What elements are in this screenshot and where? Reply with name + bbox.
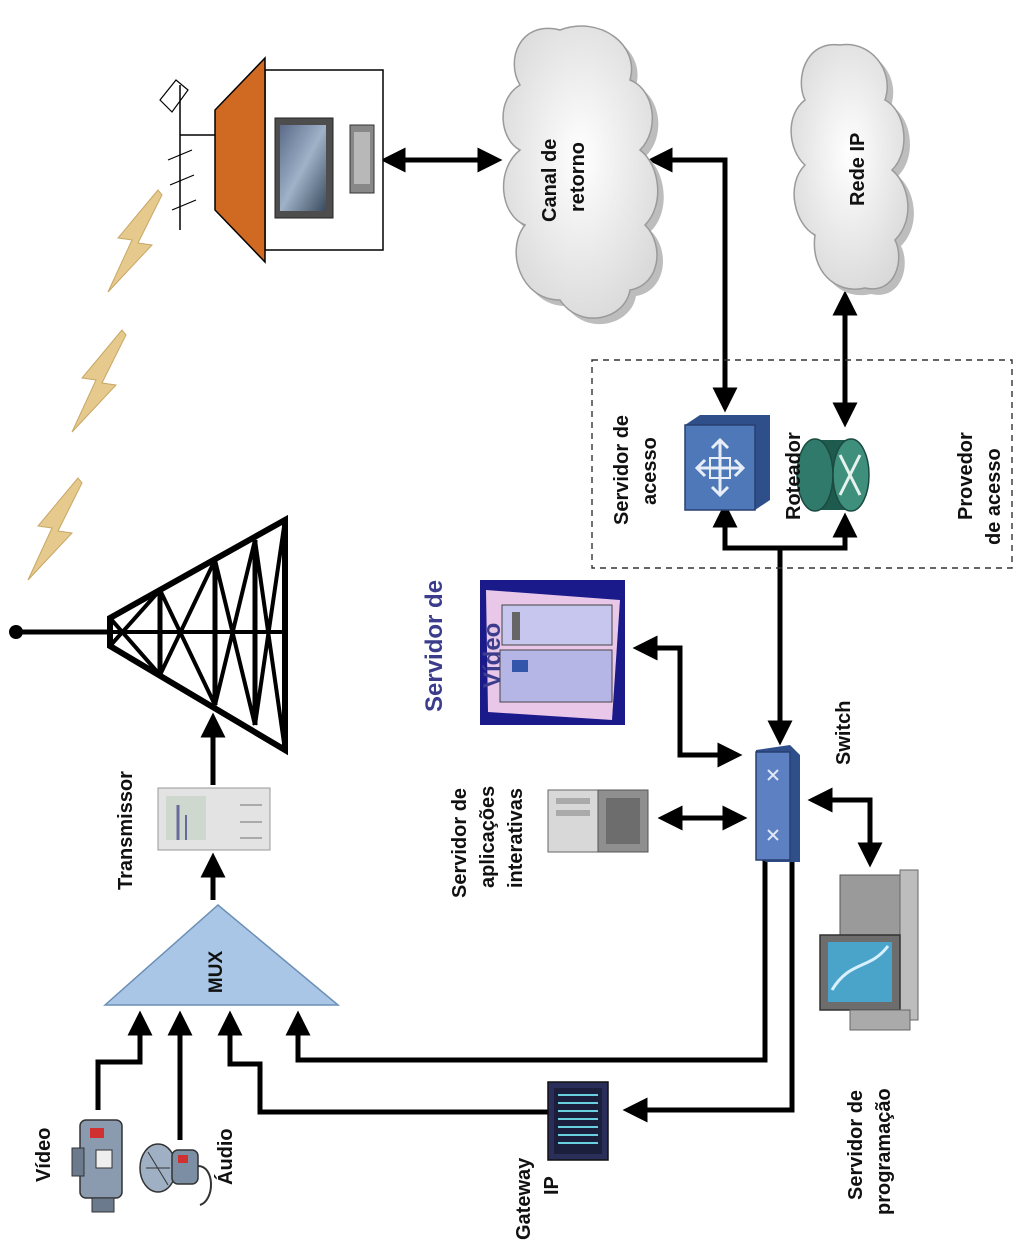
video-server-label-2: Vídeo [479,623,506,688]
router-label: Roteador [783,432,805,520]
access-server-icon [684,415,770,511]
broadcast-signal-icon [27,189,163,581]
wire-video-mux [95,1010,153,1110]
transmitter-label: Transmissor [115,771,137,890]
gateway-ip-icon [547,1081,609,1161]
app-server-icon [547,789,649,853]
mux-label: MUX [206,951,227,994]
wire-switch-videoserver [632,635,743,768]
wire-switch-mux [285,858,768,1063]
network-switch-icon [755,745,800,862]
connections [95,147,883,1140]
wire-junction-access [712,502,780,551]
ip-network-label: Rede IP [847,133,869,206]
prog-server-label-1: Servidor de [845,1090,867,1200]
switch-label: Switch [833,701,855,765]
app-server-label-3: interativas [505,788,527,888]
wire-gateway-mux [217,1010,548,1115]
return-channel-label-1: Canal de [539,139,561,222]
microphone-icon [139,1143,212,1206]
video-camera-icon [71,1119,123,1213]
video-server-label-1: Servidor de [421,580,448,712]
provider-box [591,359,1013,569]
programming-server-icon [819,869,919,1031]
wire-switch-gateway [622,858,795,1123]
wire-switch-progserver [807,787,883,868]
ip-network-cloud [790,43,914,296]
app-server-label-1: Servidor de [449,788,471,898]
house-icon [159,56,384,264]
return-channel-label-2: retorno [567,142,589,212]
wire-access-return [647,147,738,413]
router-icon [796,438,870,512]
access-server-label-2: acesso [639,437,661,505]
gateway-label-1: Gateway [513,1157,535,1240]
access-server-label-1: Servidor de [611,415,633,525]
provider-label-1: Provedor [955,432,977,520]
video-source-label: Vídeo [33,1128,55,1182]
broadcast-tower-icon [9,514,288,756]
app-server-label-2: aplicações [477,786,499,888]
prog-server-label-2: programação [873,1088,895,1215]
wire-junction-router [780,512,858,551]
provider-label-2: de acesso [983,448,1005,545]
return-channel-cloud [502,25,664,325]
mux-triangle: MUX [103,904,341,1006]
audio-source-label: Áudio [214,1128,237,1185]
gateway-label-2: IP [541,1176,563,1195]
video-server-icon [480,580,625,725]
transmitter-device-icon [157,787,271,851]
